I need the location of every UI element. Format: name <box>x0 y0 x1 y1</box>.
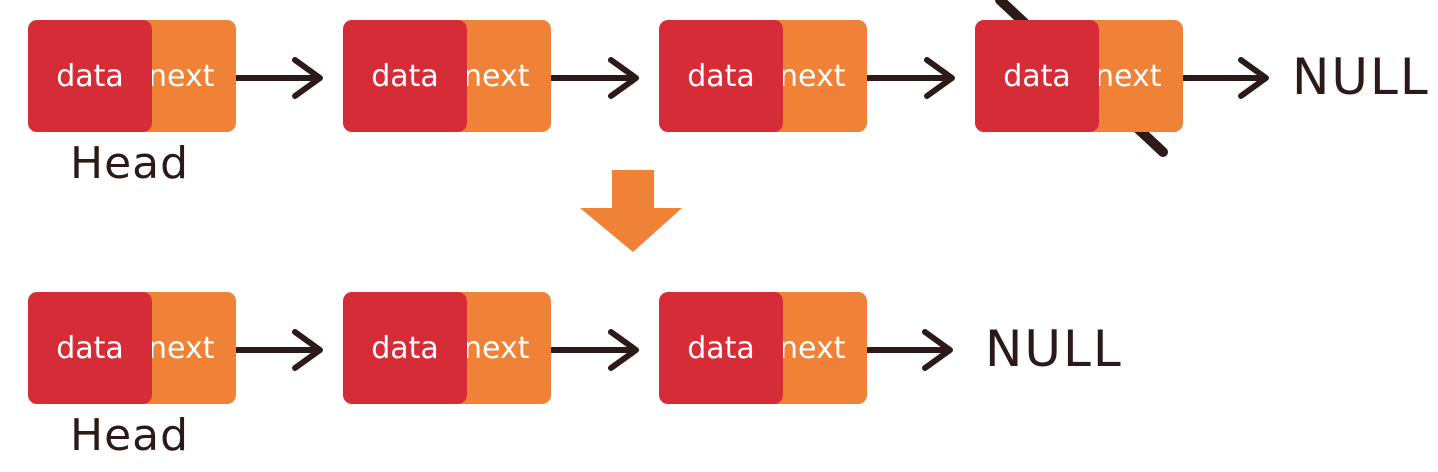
after-node-3: data next <box>659 292 867 404</box>
data-cell: data <box>659 292 783 404</box>
arrow-icon <box>1172 57 1269 99</box>
next-cell: next <box>1085 20 1183 132</box>
after-node-2: data next <box>343 292 551 404</box>
null-label: NULL <box>1292 48 1430 106</box>
after-node-1: data next <box>28 292 236 404</box>
before-node-1: data next <box>28 20 236 132</box>
head-label: Head <box>70 410 190 461</box>
arrow-icon <box>225 329 323 371</box>
next-cell: next <box>769 292 867 404</box>
next-cell: next <box>453 292 551 404</box>
data-cell: data <box>975 20 1099 132</box>
before-node-2: data next <box>343 20 551 132</box>
next-cell: next <box>453 20 551 132</box>
data-cell: data <box>28 20 152 132</box>
null-label: NULL <box>985 320 1123 378</box>
arrow-icon <box>856 329 953 371</box>
data-cell: data <box>659 20 783 132</box>
next-cell: next <box>769 20 867 132</box>
before-node-4-removed: data next <box>975 20 1183 132</box>
arrow-icon <box>225 57 323 99</box>
arrow-icon <box>856 57 955 99</box>
next-cell: next <box>138 292 236 404</box>
data-cell: data <box>343 20 467 132</box>
before-node-3: data next <box>659 20 867 132</box>
data-cell: data <box>28 292 152 404</box>
down-arrow-icon <box>580 170 682 252</box>
head-label: Head <box>70 138 190 189</box>
next-cell: next <box>138 20 236 132</box>
data-cell: data <box>343 292 467 404</box>
arrow-icon <box>540 57 639 99</box>
arrow-icon <box>540 329 639 371</box>
